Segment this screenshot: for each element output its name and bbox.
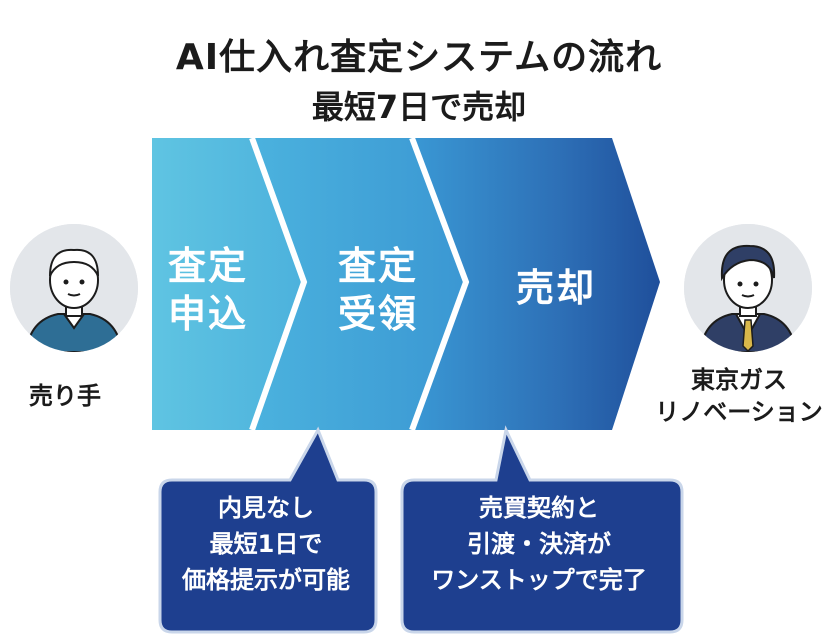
step-2-line-1: 査定	[338, 244, 419, 288]
chevron-step-1	[152, 138, 315, 430]
callout-1-line-2: 最短1日で	[209, 530, 323, 558]
callout-bubble-1	[158, 426, 378, 634]
callout-1-text: 内見なし 最短1日で 価格提示が可能	[156, 490, 376, 598]
chevron-step-3	[412, 138, 660, 430]
buyer-person-icon	[684, 224, 812, 352]
diagram-title: AI仕入れ査定システムの流れ	[175, 37, 663, 78]
buyer-avatar	[684, 224, 812, 352]
diagram-subtitle: 最短7日で売却	[311, 88, 527, 126]
buyer-label-line-1: 東京ガス	[691, 366, 787, 394]
step-1-line-1: 査定	[168, 244, 249, 288]
step-3-line-1: 売却	[516, 266, 597, 310]
step-1-line-2: 申込	[168, 292, 249, 336]
seller-person-icon	[10, 224, 138, 352]
step-2-line-2: 受領	[338, 292, 419, 336]
callout-1-line-3: 価格提示が可能	[182, 566, 350, 594]
seller-label: 売り手	[29, 382, 101, 410]
callout-2-line-3: ワンストップで完了	[431, 566, 647, 594]
callout-2-line-1: 売買契約と	[479, 494, 599, 522]
chevron-separator-2	[409, 136, 470, 432]
callout-2-line-2: 引渡・決済が	[467, 530, 611, 558]
seller-avatar	[10, 224, 138, 352]
callout-1-line-1: 内見なし	[218, 494, 314, 522]
step-2-label: 査定 受領	[338, 242, 458, 338]
chevron-step-2	[252, 138, 476, 430]
chevron-separator-1	[249, 136, 308, 431]
buyer-label-line-2: リノベーション	[655, 398, 823, 426]
step-3-label: 売却	[516, 264, 636, 312]
buyer-label: 東京ガス リノベーション	[640, 364, 838, 428]
callout-2-text: 売買契約と 引渡・決済が ワンストップで完了	[398, 490, 680, 598]
callout-bubble-2	[400, 425, 684, 634]
step-1-label: 査定 申込	[168, 242, 288, 338]
